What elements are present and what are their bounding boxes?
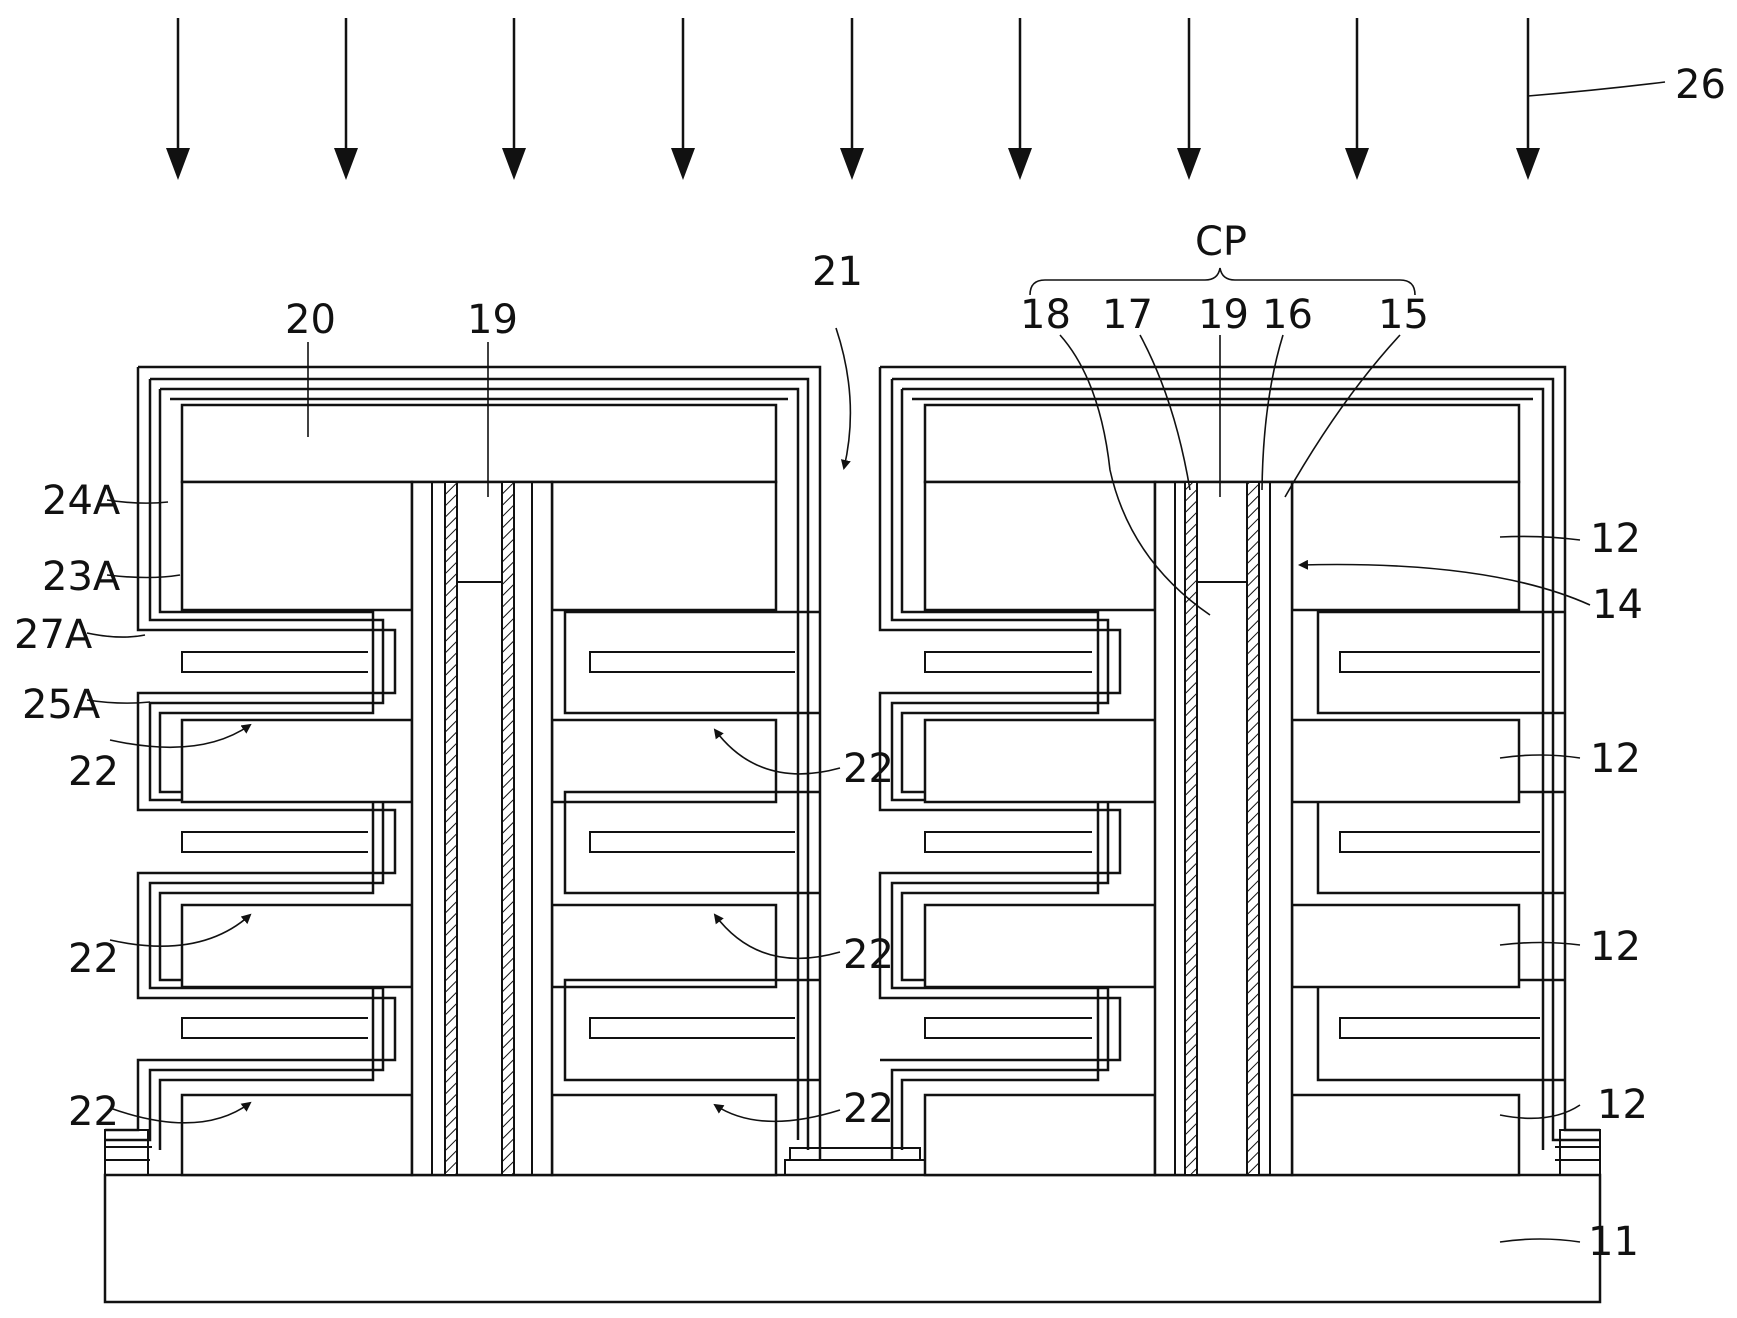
irradiation-arrow (1516, 18, 1540, 180)
label-22-5: 22 (843, 932, 894, 978)
label-18: 18 (1020, 292, 1071, 338)
right-stack (878, 365, 1600, 1177)
surface-liner-layers (104, 1129, 1601, 1175)
label-12-3: 12 (1590, 924, 1641, 970)
irradiation-arrow (1008, 18, 1032, 180)
label-22-3: 22 (68, 1089, 119, 1135)
label-22-2: 22 (68, 936, 119, 982)
layer-20 (180, 403, 778, 484)
label-17: 17 (1102, 292, 1153, 338)
left-stack (105, 365, 822, 1177)
label-26: 26 (1675, 62, 1726, 108)
leader-lines (86, 81, 1666, 1243)
label-12-4: 12 (1597, 1082, 1648, 1128)
layer-12-left-top (180, 480, 414, 612)
label-16: 16 (1262, 292, 1313, 338)
substrate-11 (103, 1173, 1602, 1304)
label-19-left: 19 (467, 297, 518, 343)
irradiation-arrow (166, 18, 190, 180)
label-27a: 27A (14, 612, 93, 658)
label-12-2: 12 (1590, 736, 1641, 782)
irradiation-arrow (502, 18, 526, 180)
label-12-1: 12 (1590, 516, 1641, 562)
label-23a: 23A (42, 554, 121, 600)
label-11: 11 (1588, 1219, 1639, 1265)
label-19-right: 19 (1198, 292, 1249, 338)
reference-labels: 26 21 20 19 CP 18 17 19 16 15 24A 23A 27… (14, 62, 1726, 1265)
irradiation-arrow (1177, 18, 1201, 180)
label-cp: CP (1195, 219, 1247, 265)
irradiation-arrow (840, 18, 864, 180)
irradiation-arrow (1345, 18, 1369, 180)
irradiation-arrow (671, 18, 695, 180)
label-24a: 24A (42, 478, 121, 524)
label-14: 14 (1592, 582, 1643, 628)
label-20: 20 (285, 297, 336, 343)
label-25a: 25A (22, 682, 101, 728)
label-22-4: 22 (843, 746, 894, 792)
label-22-6: 22 (843, 1086, 894, 1132)
irradiation-arrows (166, 18, 1540, 180)
label-15: 15 (1378, 292, 1429, 338)
label-22-1: 22 (68, 749, 119, 795)
irradiation-arrow (334, 18, 358, 180)
label-21: 21 (812, 249, 863, 295)
